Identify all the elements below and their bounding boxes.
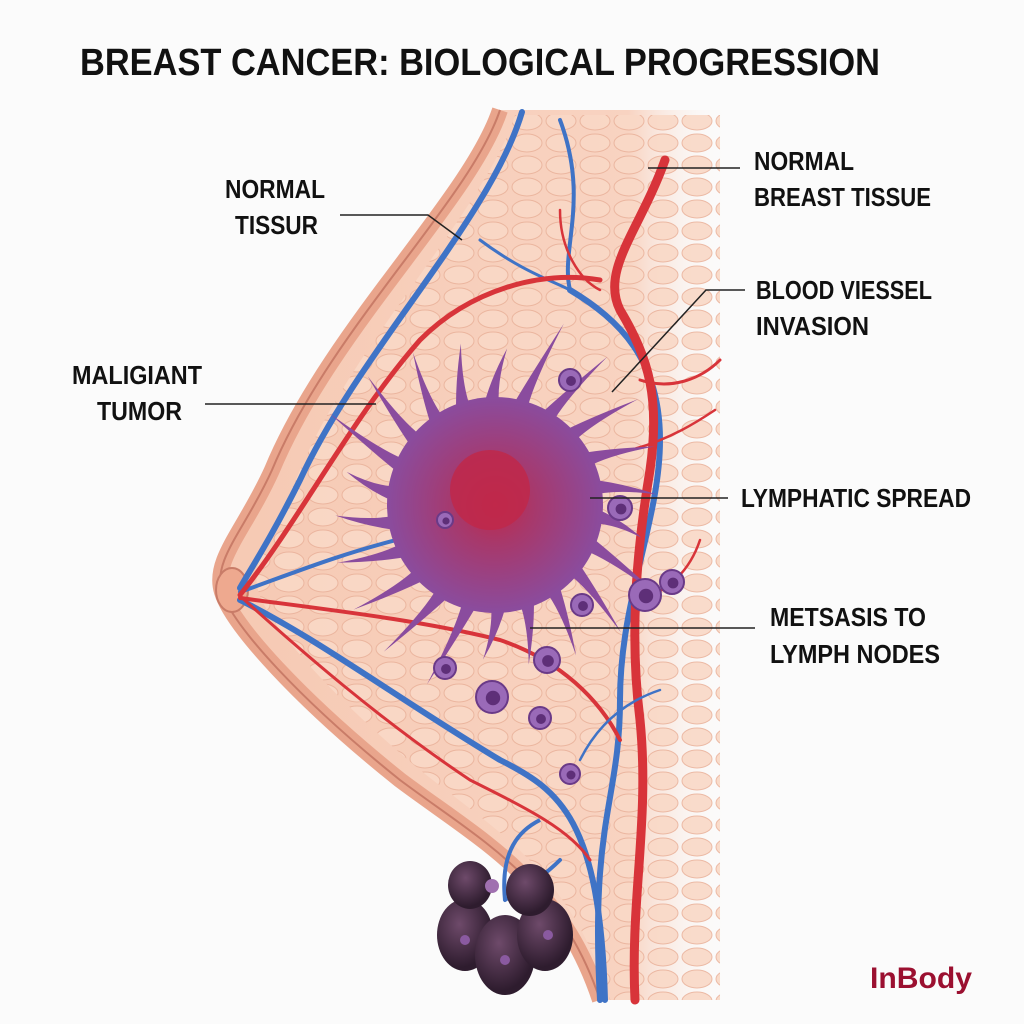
tumor-spike (412, 352, 448, 433)
tumor-spike (353, 563, 433, 610)
leader-lines (205, 167, 755, 629)
brand-logo: InBody (870, 962, 972, 995)
label-normal-breast-tissue-1: NORMAL (754, 146, 854, 176)
tumor-spike (456, 343, 473, 419)
tumor-spike (575, 446, 655, 470)
cell-nucleus (615, 503, 627, 515)
tumor-spike (586, 479, 657, 496)
metastatic-cells (433, 368, 685, 785)
cell-nucleus (441, 664, 451, 674)
tumor-spike (329, 413, 411, 478)
label-metastasis-1: METSASIS TO (770, 602, 926, 632)
tumor-spike (517, 591, 534, 665)
tumor-spike (367, 376, 427, 453)
tumor-spike (337, 540, 415, 563)
cell-nucleus (667, 577, 679, 589)
label-malignant-tumor-1: MALIGIANT (72, 360, 202, 390)
cell-nucleus (442, 517, 450, 525)
label-malignant-tumor-2: TUMOR (97, 396, 182, 426)
tumor-spike (557, 399, 639, 447)
label-blood-vessel-invasion-2: INVASION (756, 311, 869, 341)
label-blood-vessel-invasion-1: BLOOD VIESSEL (756, 275, 932, 305)
tumor-spike (335, 514, 404, 531)
label-normal-breast-tissue-2: BREAST TISSUE (754, 182, 931, 212)
tumor-spike (482, 348, 508, 411)
label-normal-tissur-1: NORMAL (225, 174, 325, 204)
cell-nucleus (566, 770, 576, 780)
cell-nucleus (578, 601, 588, 611)
label-lymphatic-spread: LYMPHATIC SPREAD (741, 483, 971, 513)
tumor-spike (509, 323, 564, 416)
cell-nucleus (638, 588, 654, 604)
cell-nucleus (566, 376, 576, 386)
cell-nucleus (485, 690, 501, 706)
tumor-spike (383, 582, 455, 652)
label-normal-tissur-2: TISSUR (235, 210, 318, 240)
lymph-nodes (437, 818, 573, 995)
page-title: BREAST CANCER: BIOLOGICAL PROGRESSION (80, 42, 880, 84)
label-metastasis-2: LYMPH NODES (770, 639, 940, 669)
tumor-spike (483, 599, 508, 660)
tumor-spike (563, 557, 621, 633)
cell-nucleus (536, 714, 546, 724)
cell-nucleus (542, 655, 554, 667)
tumor-spike (535, 356, 608, 428)
